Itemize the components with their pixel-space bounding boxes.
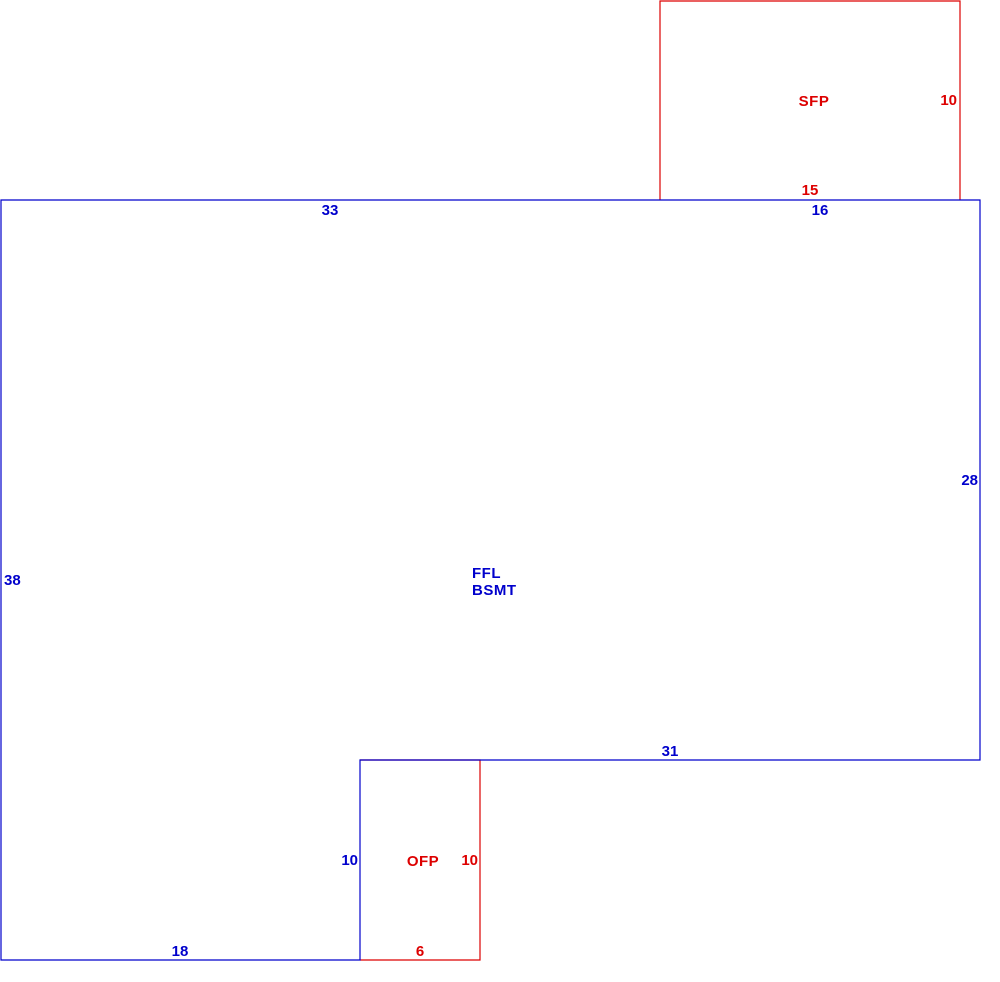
dim-main-inner-top: 31 [662, 743, 679, 760]
main-label-ffl: FFL [472, 565, 501, 582]
dim-main-inner-left: 10 [341, 852, 358, 869]
main-label-bsmt: BSMT [472, 582, 517, 599]
dim-sfp-right: 10 [940, 92, 957, 109]
main-structure-outline [0, 199, 981, 961]
dim-main-top-left: 33 [322, 202, 339, 219]
dim-main-left: 38 [4, 572, 21, 589]
sfp-label: SFP [799, 93, 830, 110]
dim-main-bottom: 18 [172, 943, 189, 960]
sfp-outline [659, 0, 961, 200]
dim-ofp-right: 10 [461, 852, 478, 869]
dim-ofp-bottom: 6 [416, 943, 424, 960]
dim-sfp-bottom: 15 [802, 182, 819, 199]
ofp-label: OFP [407, 853, 439, 870]
dim-main-top-right: 16 [812, 202, 829, 219]
dim-main-right: 28 [961, 472, 978, 489]
